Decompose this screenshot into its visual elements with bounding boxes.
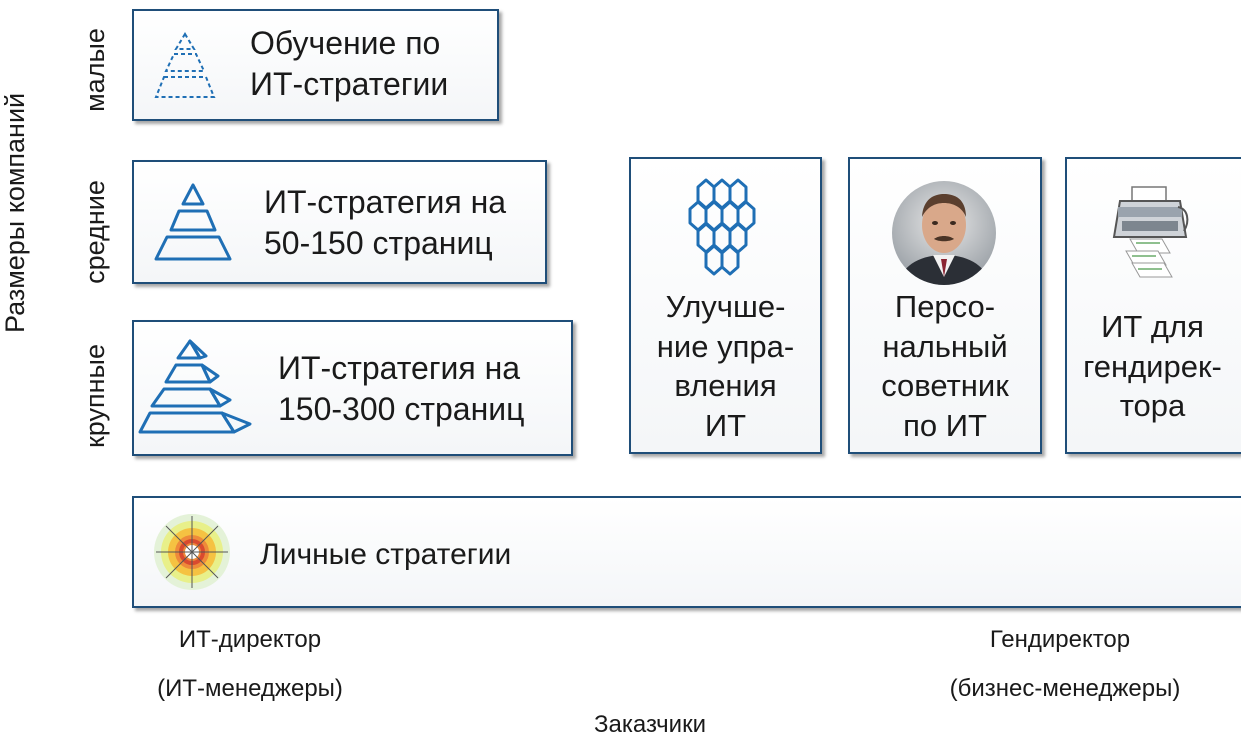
left-end-title: ИТ-директор xyxy=(178,626,322,653)
target-icon xyxy=(154,514,230,590)
training-label: Обучение по ИТ-стратегии xyxy=(250,25,449,102)
training-box[interactable]: Обучение по ИТ-стратегии xyxy=(132,9,499,121)
personal-strategies-label: Личные стратегии xyxy=(260,538,512,571)
right-end-subtitle: (бизнес-менеджеры) xyxy=(949,675,1181,702)
x-axis-title: Заказчики xyxy=(594,711,706,738)
right-end-title: Гендиректор xyxy=(989,626,1131,653)
dashed-pyramid-icon xyxy=(154,32,216,98)
hexagon-cluster-icon xyxy=(688,178,756,276)
large-strategy-box[interactable]: ИТ-стратегия на 150-300 страниц xyxy=(132,320,573,456)
row-label-large: крупные xyxy=(80,344,110,448)
large-strategy-label: ИТ-стратегия на 150-300 страниц xyxy=(278,350,525,427)
personal-strategies-box[interactable]: Личные стратегии xyxy=(132,496,1241,608)
row-label-medium: средние xyxy=(80,180,110,284)
ceo-it-box[interactable]: ИТ для гендирек- тора xyxy=(1065,157,1241,454)
3d-pyramid-icon xyxy=(138,339,252,434)
y-axis-title: Размеры компаний xyxy=(0,92,30,333)
it-management-box[interactable]: Улучше- ние упра- вления ИТ xyxy=(629,157,822,454)
printer-icon xyxy=(1112,186,1189,278)
row-label-small: малые xyxy=(80,28,110,112)
medium-strategy-label: ИТ-стратегия на 50-150 страниц xyxy=(264,184,507,261)
advisor-box[interactable]: Персо- нальный советник по ИТ xyxy=(848,157,1042,454)
it-management-label: Улучше- ние упра- вления ИТ xyxy=(656,289,795,444)
pyramid-icon xyxy=(154,183,232,261)
ceo-it-label: ИТ для гендирек- тора xyxy=(1083,309,1222,424)
medium-strategy-box[interactable]: ИТ-стратегия на 50-150 страниц xyxy=(132,160,547,284)
portrait-photo xyxy=(892,181,996,285)
advisor-label: Персо- нальный советник по ИТ xyxy=(881,289,1009,444)
left-end-subtitle: (ИТ-менеджеры) xyxy=(157,675,343,702)
